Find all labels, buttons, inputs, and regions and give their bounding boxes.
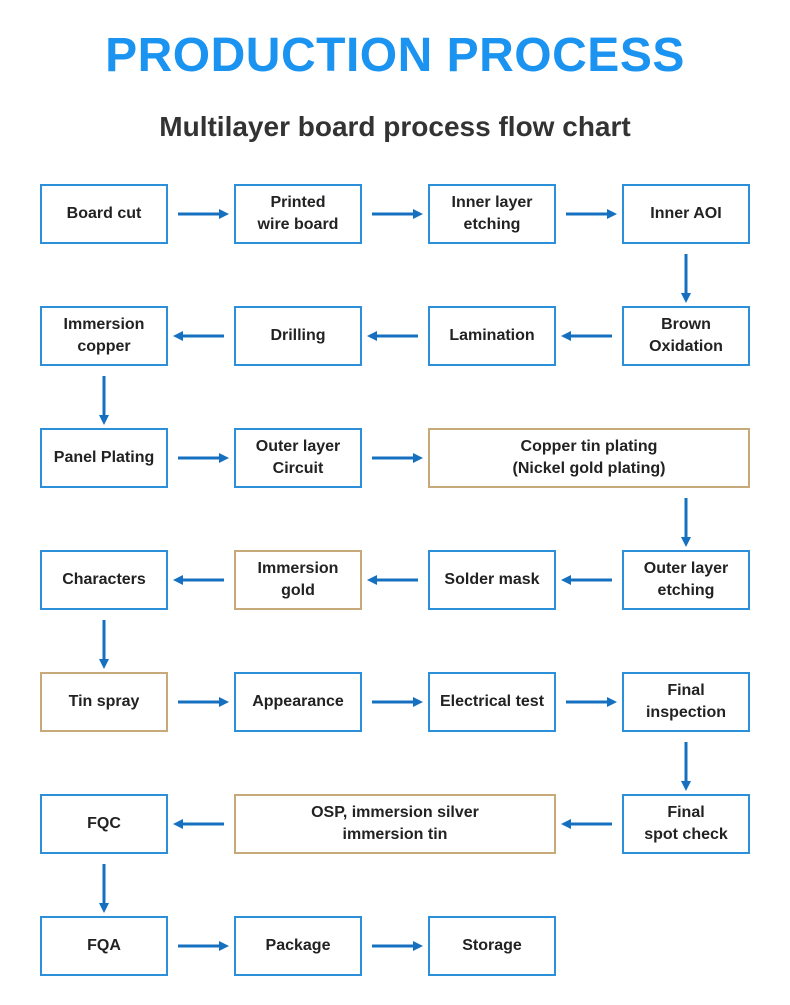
step-solder-mask: Solder mask bbox=[428, 550, 556, 610]
step-characters: Characters bbox=[40, 550, 168, 610]
step-copper-tin-plating: Copper tin plating (Nickel gold plating) bbox=[428, 428, 750, 488]
step-outer-layer-circuit: Outer layer Circuit bbox=[234, 428, 362, 488]
step-final-spot-check: Final spot check bbox=[622, 794, 750, 854]
step-package: Package bbox=[234, 916, 362, 976]
step-fqa: FQA bbox=[40, 916, 168, 976]
step-inner-layer-etching: Inner layer etching bbox=[428, 184, 556, 244]
step-fqc: FQC bbox=[40, 794, 168, 854]
step-tin-spray: Tin spray bbox=[40, 672, 168, 732]
step-panel-plating: Panel Plating bbox=[40, 428, 168, 488]
step-final-inspection: Final inspection bbox=[622, 672, 750, 732]
step-electrical-test: Electrical test bbox=[428, 672, 556, 732]
step-immersion-gold: Immersion gold bbox=[234, 550, 362, 610]
step-printed-wire-board: Printed wire board bbox=[234, 184, 362, 244]
step-brown-oxidation: Brown Oxidation bbox=[622, 306, 750, 366]
step-appearance: Appearance bbox=[234, 672, 362, 732]
step-lamination: Lamination bbox=[428, 306, 556, 366]
step-inner-aoi: Inner AOI bbox=[622, 184, 750, 244]
step-storage: Storage bbox=[428, 916, 556, 976]
chart-subtitle: Multilayer board process flow chart bbox=[159, 111, 631, 142]
page-title: PRODUCTION PROCESS bbox=[105, 29, 685, 82]
step-outer-layer-etching: Outer layer etching bbox=[622, 550, 750, 610]
step-osp-immersion: OSP, immersion silver immersion tin bbox=[234, 794, 556, 854]
step-drilling: Drilling bbox=[234, 306, 362, 366]
step-immersion-copper: Immersion copper bbox=[40, 306, 168, 366]
step-board-cut: Board cut bbox=[40, 184, 168, 244]
